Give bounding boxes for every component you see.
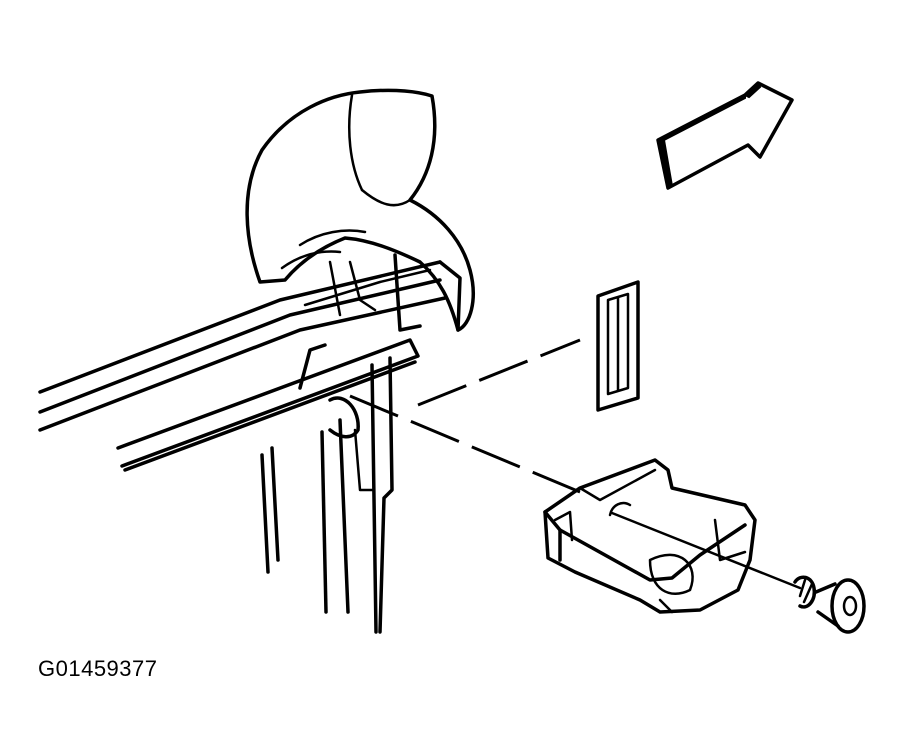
lower-track-rail [116,338,420,472]
screw [610,511,866,634]
alignment-lines [349,338,581,494]
figure-id-label: G01459377 [38,656,158,681]
upper-track-rail [38,253,462,432]
front-direction-arrow-icon [656,81,794,190]
mounting-bracket [543,458,757,614]
hand-outline [245,88,475,332]
retaining-clip [596,280,640,412]
vertical-support-posts [260,356,394,634]
